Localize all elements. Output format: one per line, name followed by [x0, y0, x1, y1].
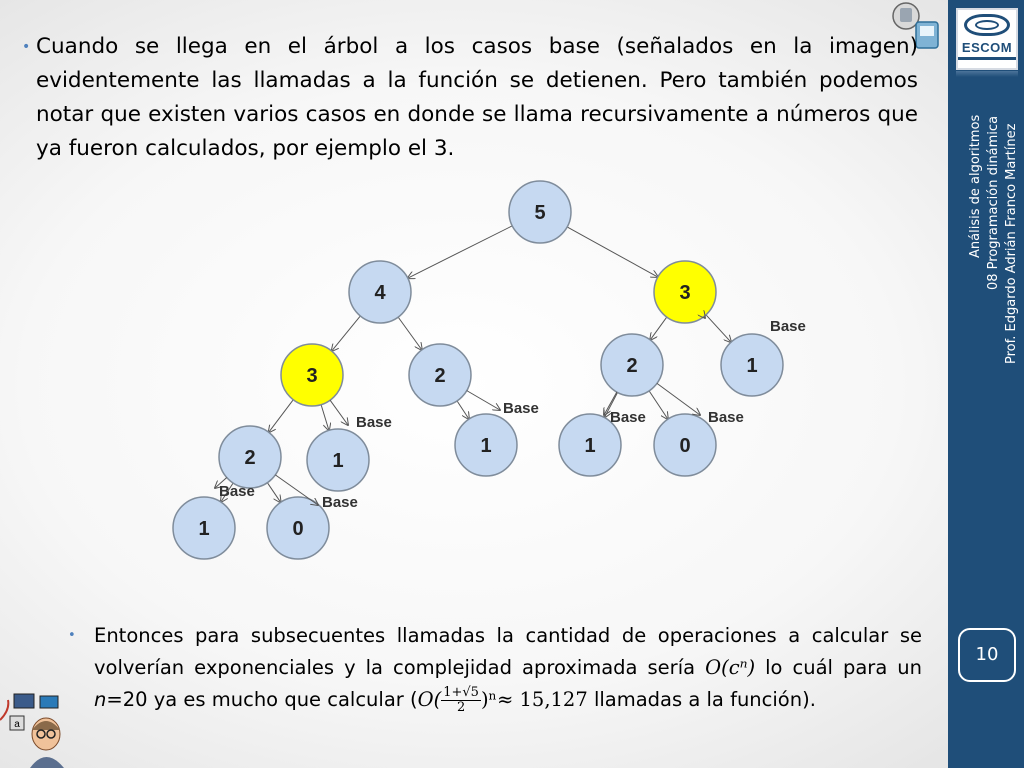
- tree-node-label: 1: [746, 355, 757, 377]
- tree-node-circle: [454, 413, 518, 477]
- sidebar: [948, 0, 1024, 768]
- tree-node-label: 0: [679, 435, 690, 457]
- tree-edge: [269, 399, 294, 433]
- tree-edge: [650, 316, 668, 340]
- logo-underline: [958, 57, 1016, 60]
- tree-node-label: 4: [374, 282, 386, 304]
- tree-node-label: 1: [584, 435, 595, 457]
- bullet-2-text-d: llamadas a la función).: [587, 688, 816, 711]
- fraction-denominator: 2: [456, 700, 466, 715]
- tree-edge: [397, 316, 422, 350]
- sidebar-author: Prof. Edgardo Adrián Franco Martínez: [1004, 123, 1019, 364]
- tree-node-circle: [306, 428, 370, 492]
- tree-node-label: 5: [534, 202, 545, 224]
- tree-node: 1: [558, 413, 622, 477]
- tree-node: 2: [408, 343, 472, 407]
- tree-node-circle: [348, 260, 412, 324]
- tree-node-label: 1: [332, 450, 343, 472]
- base-label: Base: [503, 400, 539, 417]
- base-case-arrow: [604, 391, 618, 415]
- tree-edge: [332, 315, 361, 351]
- bullet-2-text-b: lo cuál para un: [755, 656, 923, 679]
- professor-cartoon-icon: a: [0, 693, 64, 768]
- base-case-arrow: [656, 382, 700, 415]
- tree-node-circle: [408, 343, 472, 407]
- tree-edge: [705, 314, 731, 342]
- tree-edge: [266, 482, 280, 503]
- page-number-frame: [958, 628, 1016, 682]
- fraction-numerator: 1+√5: [441, 685, 481, 701]
- escom-logo: ESCOM: [956, 8, 1018, 70]
- tree-node-label: 1: [480, 435, 491, 457]
- logo-text: ESCOM: [961, 40, 1013, 55]
- tree-node-circle: [720, 333, 784, 397]
- base-label: Base: [708, 409, 744, 426]
- tree-node-circle: [653, 260, 717, 324]
- bullet-2: • Entonces para subsecuentes llamadas la…: [68, 620, 923, 716]
- tree-node-circle: [280, 343, 344, 407]
- n-variable: n: [94, 688, 107, 711]
- bullet-marker: •: [22, 39, 31, 55]
- base-label: Base: [770, 318, 806, 335]
- sidebar-course: Análisis de algoritmos: [968, 114, 983, 258]
- tree-node-circle: [266, 496, 330, 560]
- tree-node: 1: [720, 333, 784, 397]
- tree-node-label: 2: [626, 355, 637, 377]
- formula-right: )ⁿ≈ 15,127: [480, 688, 588, 711]
- big-o-expression: O(cⁿ): [705, 656, 756, 679]
- sidebar-topic: 08 Programación dinámica: [986, 115, 1001, 290]
- tree-node: 4: [348, 260, 412, 324]
- bullet-1-text: Cuando se llega en el árbol a los casos …: [36, 34, 918, 161]
- tree-edge: [320, 404, 329, 431]
- tree-node: 1: [306, 428, 370, 492]
- base-case-arrow: [215, 477, 228, 488]
- tree-node-label: 3: [306, 365, 317, 387]
- base-case-arrow: [466, 390, 500, 410]
- tree-node: 0: [653, 413, 717, 477]
- escom-emblem-icon: [964, 14, 1010, 36]
- base-case-arrow: [275, 474, 318, 505]
- tree-edge: [408, 225, 513, 278]
- tree-node: 1: [454, 413, 518, 477]
- tree-node-circle: [172, 496, 236, 560]
- tree-node: 5: [508, 180, 572, 244]
- bullet-1: • Cuando se llega en el árbol a los caso…: [22, 30, 918, 166]
- tree-node-circle: [653, 413, 717, 477]
- tree-node-circle: [218, 425, 282, 489]
- tree-node: 1: [172, 496, 236, 560]
- tree-node: 2: [218, 425, 282, 489]
- page-number: 10: [975, 644, 999, 665]
- base-label: Base: [356, 414, 392, 431]
- bullet-marker: •: [68, 628, 76, 643]
- tree-node: 2: [600, 333, 664, 397]
- tree-node-label: 2: [434, 365, 445, 387]
- tree-edge: [648, 390, 668, 419]
- tree-edge: [456, 400, 469, 419]
- tree-node-circle: [600, 333, 664, 397]
- base-label: Base: [219, 483, 255, 500]
- formula-left: O(: [417, 688, 442, 711]
- logo-reflection: [956, 71, 1018, 77]
- tree-edge: [221, 482, 234, 502]
- tree-node-label: 2: [244, 447, 255, 469]
- tree-node-circle: [558, 413, 622, 477]
- bullet-2-text-c: =20 ya es mucho que calcular (: [106, 688, 418, 711]
- base-case-arrow: [329, 399, 348, 425]
- tree-node-label: 0: [292, 518, 303, 540]
- tree-node-repeated: 3: [653, 260, 717, 324]
- tree-node-circle: [508, 180, 572, 244]
- base-label: Base: [322, 494, 358, 511]
- bullet-2-text-a: Entonces para subsecuentes llamadas la c…: [94, 624, 922, 679]
- base-case-arrow: [704, 317, 705, 318]
- tree-node: 0: [266, 496, 330, 560]
- sticker-icon: [892, 2, 939, 49]
- base-label: Base: [610, 409, 646, 426]
- tree-node-repeated: 3: [280, 343, 344, 407]
- tree-edge: [566, 226, 658, 277]
- tree-node-label: 3: [679, 282, 690, 304]
- svg-text:a: a: [14, 719, 20, 730]
- tree-node-label: 1: [198, 518, 209, 540]
